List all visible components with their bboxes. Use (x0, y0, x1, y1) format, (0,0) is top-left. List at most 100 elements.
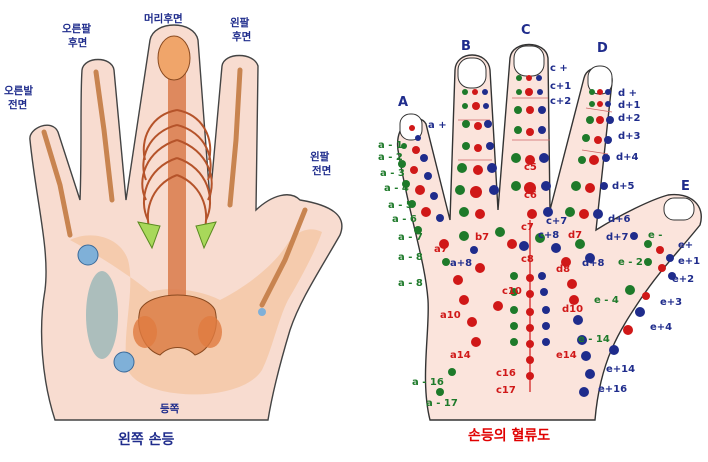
point-d10: d10 (562, 304, 583, 315)
acupuncture-dot (453, 275, 463, 285)
acupuncture-dot (472, 102, 480, 110)
nail-c (514, 46, 544, 76)
acupuncture-dot (507, 239, 517, 249)
caption-left: 왼쪽 손등 (118, 432, 175, 448)
acupuncture-dot (459, 295, 469, 305)
acupuncture-dot (571, 181, 581, 191)
point-a14: a14 (450, 350, 471, 361)
acupuncture-dot (539, 153, 549, 163)
left-hand-diagram (30, 25, 342, 420)
acupuncture-dot (473, 165, 483, 175)
acupuncture-dot (538, 272, 546, 280)
acupuncture-dot (442, 258, 450, 266)
point-c17: c17 (496, 385, 516, 396)
point-c16: c16 (496, 368, 516, 379)
point-b7: b7 (475, 232, 489, 243)
point-d8: d8 (556, 264, 570, 275)
point-e-m4: e - 4 (594, 295, 619, 306)
acupuncture-dot (412, 146, 420, 154)
point-d-p3: d+3 (618, 131, 641, 142)
acupuncture-dot (582, 134, 590, 142)
acupuncture-dot (625, 285, 635, 295)
acupuncture-dot (462, 120, 470, 128)
acupuncture-dot (551, 243, 561, 253)
acupuncture-dot (474, 144, 482, 152)
left-skull (158, 36, 190, 80)
point-e-p16: e+16 (598, 384, 627, 395)
acupuncture-dot (597, 101, 603, 107)
point-c-p1: c+1 (550, 81, 571, 92)
acupuncture-dot (579, 387, 589, 397)
acupuncture-dot (459, 231, 469, 241)
left-blue-circle-small (258, 308, 266, 316)
acupuncture-dot (573, 315, 583, 325)
point-c5: c5 (524, 162, 537, 173)
point-d-p5: d+5 (612, 181, 635, 192)
label-left-arm-back-1: 왼팔 (230, 16, 250, 29)
point-c10: c10 (502, 286, 522, 297)
acupuncture-dot (415, 185, 425, 195)
acupuncture-dot (542, 338, 550, 346)
label-right-arm-back-2: 후면 (68, 36, 87, 49)
left-blue-circle-bottom (114, 352, 134, 372)
acupuncture-dot (589, 155, 599, 165)
acupuncture-dot (484, 120, 492, 128)
acupuncture-dot (581, 351, 591, 361)
acupuncture-dot (586, 116, 594, 124)
acupuncture-dot (658, 264, 666, 272)
point-a-m5: a - 6 (392, 214, 417, 225)
finger-letter-e: E (681, 179, 690, 194)
point-a-m8: a - 8 (398, 278, 423, 289)
acupuncture-dot (495, 227, 505, 237)
point-a10: a10 (440, 310, 461, 321)
acupuncture-dot (448, 368, 456, 376)
acupuncture-dot (493, 301, 503, 311)
label-right-arm-back-1: 오른팔 (62, 22, 91, 35)
acupuncture-dot (475, 209, 485, 219)
acupuncture-dot (462, 89, 468, 95)
acupuncture-dot (455, 185, 465, 195)
acupuncture-dot (415, 135, 421, 141)
acupuncture-dot (656, 246, 664, 254)
label-left-arm-front-1: 왼팔 (310, 150, 330, 163)
acupuncture-dot (604, 136, 612, 144)
point-a7: a7 (434, 244, 448, 255)
acupuncture-dot (525, 88, 533, 96)
left-blue-circle-top (78, 245, 98, 265)
acupuncture-dot (471, 337, 481, 347)
acupuncture-dot (541, 181, 551, 191)
acupuncture-dot (475, 263, 485, 273)
point-e-p1: e+1 (678, 256, 700, 267)
point-d-p1: d+1 (618, 100, 641, 111)
acupuncture-dot (589, 101, 595, 107)
acupuncture-dot (623, 325, 633, 335)
acupuncture-dot (538, 106, 546, 114)
point-a-plus: a + (428, 120, 447, 131)
acupuncture-dot (514, 106, 522, 114)
point-e-minus: e - (648, 230, 662, 241)
acupuncture-dot (578, 156, 586, 164)
left-spine (168, 70, 186, 330)
acupuncture-dot (516, 75, 522, 81)
acupuncture-dot (606, 116, 614, 124)
point-e-p4: e+4 (650, 322, 672, 333)
point-c8: c8 (521, 254, 534, 265)
acupuncture-dot (421, 207, 431, 217)
point-d-p6: d+6 (608, 214, 631, 225)
acupuncture-dot (542, 322, 550, 330)
acupuncture-dot (519, 241, 529, 251)
acupuncture-dot (514, 126, 522, 134)
acupuncture-dot (597, 89, 603, 95)
acupuncture-dot (602, 154, 610, 162)
acupuncture-dot (542, 306, 550, 314)
acupuncture-dot (585, 183, 595, 193)
acupuncture-dot (526, 106, 534, 114)
finger-letter-a: A (398, 95, 408, 110)
acupuncture-dot (644, 240, 652, 248)
label-left-arm-back-2: 후면 (232, 30, 251, 43)
acupuncture-dot (510, 338, 518, 346)
point-e-m2: e - 2 (618, 257, 643, 268)
point-a-p8: a+8 (450, 258, 472, 269)
acupuncture-dot (642, 292, 650, 300)
